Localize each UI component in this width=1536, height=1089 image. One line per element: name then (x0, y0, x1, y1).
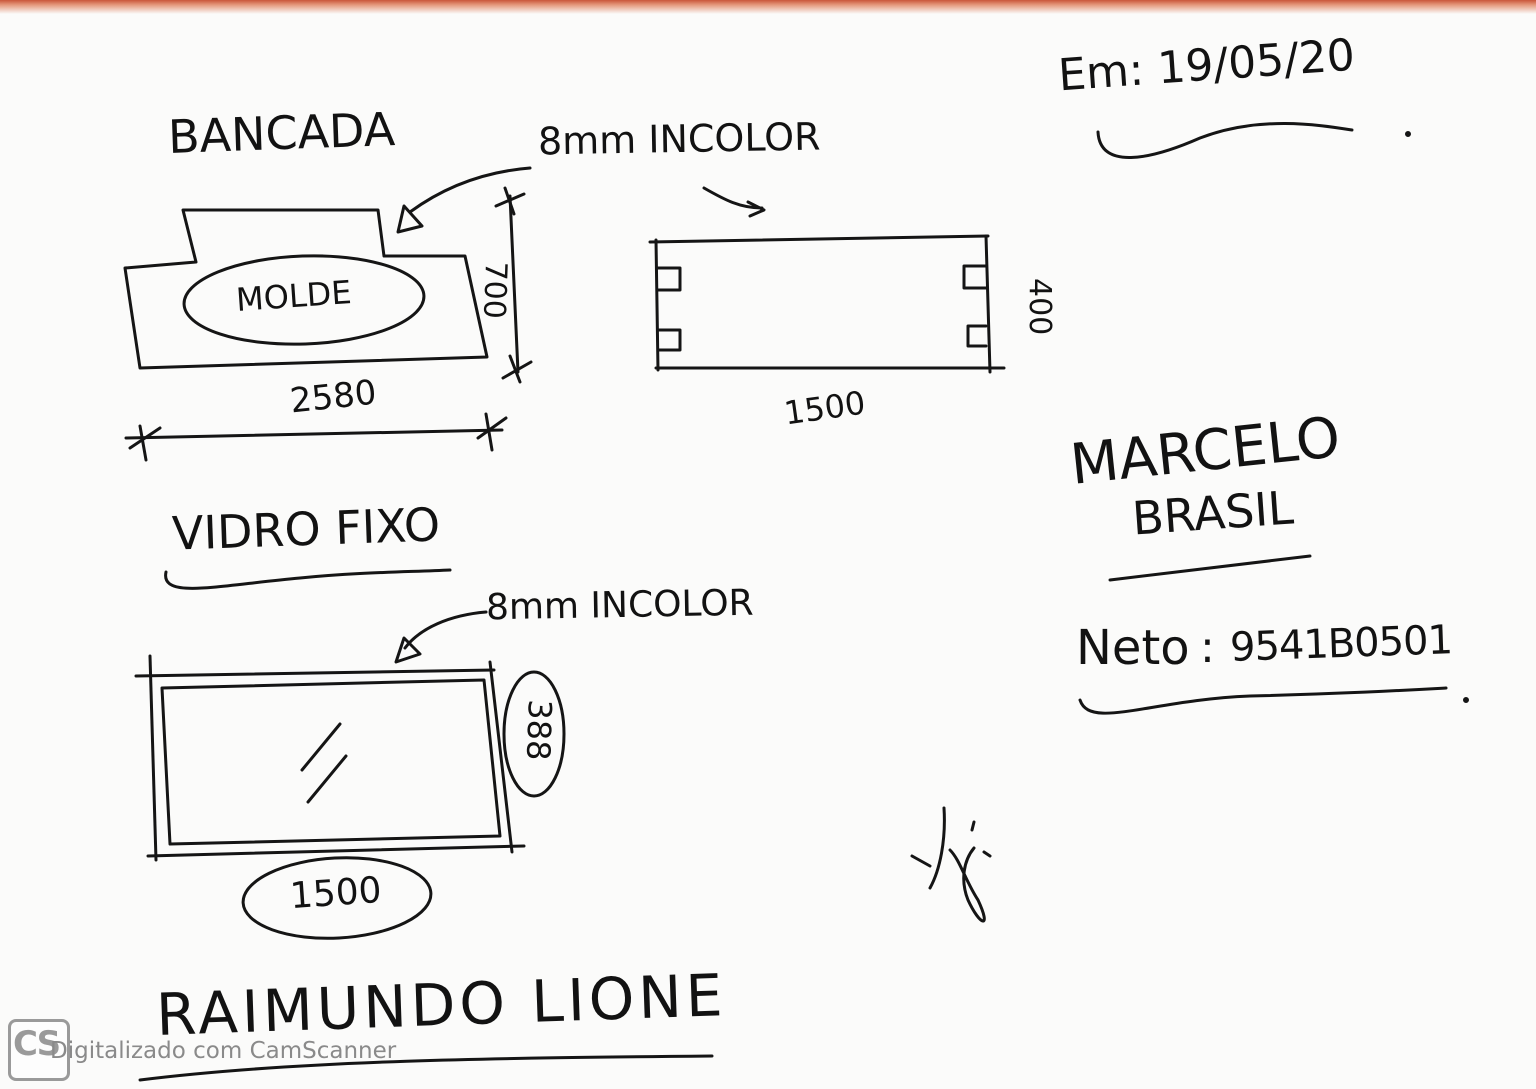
client-phone-label: Neto (1076, 620, 1190, 676)
bancada-width-tick-left (128, 424, 162, 462)
client-underline (1108, 554, 1312, 582)
client-phone-separator: : (1200, 622, 1215, 673)
camscanner-label: Digitalizado com CamScanner (50, 1038, 397, 1064)
glass-frame-outer-top (134, 668, 496, 678)
vidro-fixo-width-value: 1500 (288, 869, 383, 918)
bancada-height-value: 700 (476, 260, 513, 320)
bancada-material-label: 8mm INCOLOR (537, 114, 821, 164)
glass-reflection (300, 722, 348, 804)
vidro-fixo-height-value: 388 (518, 698, 559, 762)
signature (910, 806, 992, 923)
camscanner-logo-text: CS (13, 1024, 61, 1064)
glass-arrow-head (394, 636, 422, 664)
client-name-line2: BRASIL (1130, 480, 1296, 546)
bancada-arrow-line (408, 166, 532, 214)
camscanner-logo (8, 1019, 70, 1081)
glass-width-ellipse (241, 856, 433, 940)
vidro-fixo-title: VIDRO FIXO (171, 497, 441, 561)
glass-arrow-line (403, 610, 488, 650)
bancada-title: BANCADA (167, 102, 396, 164)
glass-frame-inner (160, 678, 502, 846)
bancada-arrow-head (396, 204, 424, 234)
vidro-fixo-material-label: 8mm INCOLOR (485, 582, 754, 629)
bancada-height-tick-bottom (501, 354, 533, 384)
bancada-outline (123, 208, 489, 370)
panel-left-line (654, 238, 660, 372)
panel-top-line (648, 234, 990, 244)
bancada-mold-label: MOLDE (234, 273, 353, 319)
vidro-title-underline (164, 568, 452, 590)
panel-arrow (702, 186, 766, 218)
date-underline (1096, 122, 1354, 159)
panel-right-line (984, 234, 992, 374)
glass-height-ellipse (502, 670, 566, 798)
footer-underline (138, 1054, 714, 1082)
client-phone-value: 9541B0501 (1229, 617, 1453, 671)
glass-frame-outer-bottom (146, 844, 526, 858)
bancada-width-line (124, 428, 504, 440)
molde-ellipse (182, 254, 426, 346)
panel-clips-left (656, 266, 682, 352)
date-dot (1405, 131, 1411, 137)
phone-underline (1078, 686, 1448, 715)
bancada-height-line (508, 194, 520, 374)
glass-frame-outer-right (488, 660, 514, 854)
bancada-height-tick-top (494, 186, 526, 216)
phone-dot (1463, 697, 1469, 703)
panel-clips-right (962, 264, 988, 348)
paper-edge (0, 0, 1536, 14)
glass-frame-outer-left (148, 654, 158, 862)
bancada-width-value: 2580 (288, 372, 379, 422)
panel-height-value: 400 (1022, 278, 1057, 336)
bancada-width-tick-right (476, 412, 508, 452)
